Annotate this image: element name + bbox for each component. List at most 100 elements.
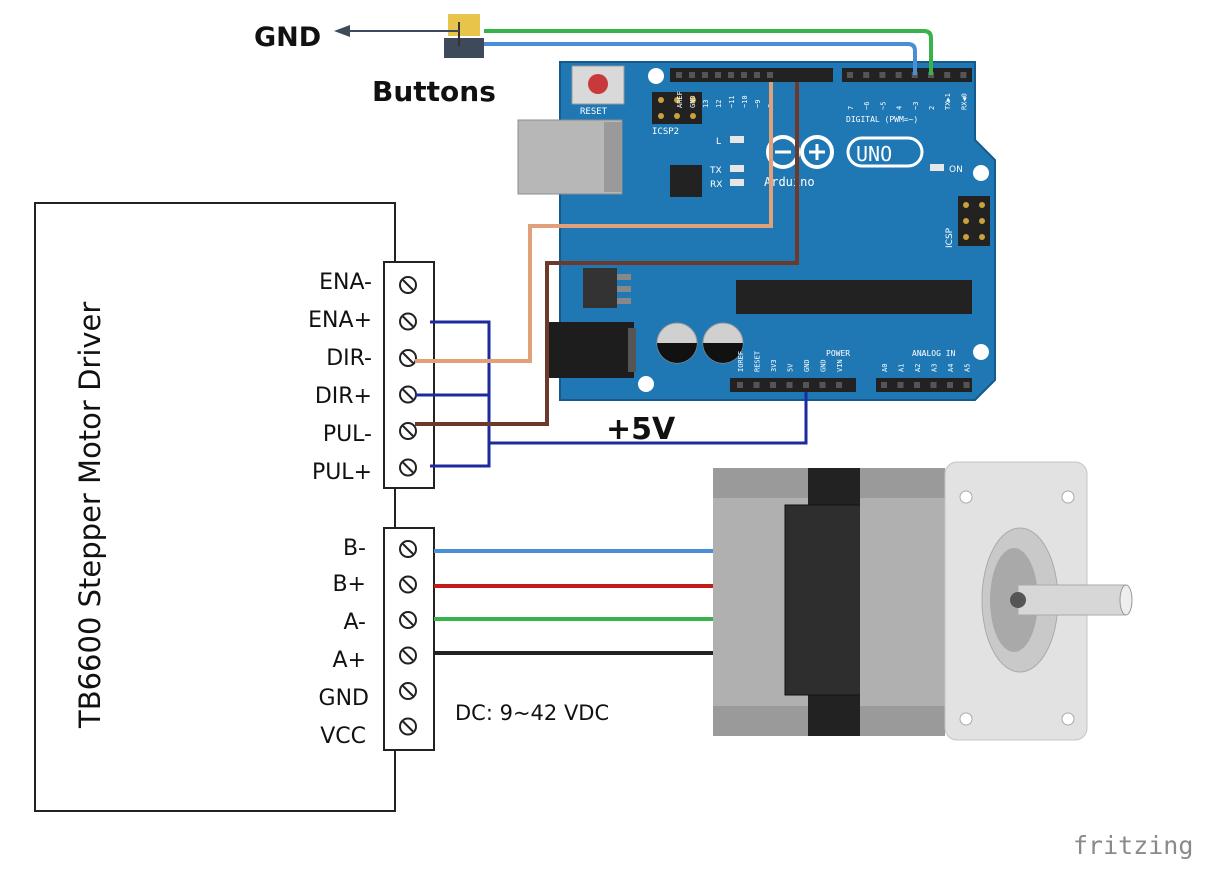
control-screw-slot-5 — [402, 461, 414, 474]
power-pin-label-2: 3V3 — [770, 359, 778, 372]
power-pin-label-6: VIN — [836, 359, 844, 372]
digital-pin-4 — [728, 72, 734, 78]
power-pin-3 — [786, 382, 793, 388]
coil-wires — [434, 549, 716, 655]
push-button — [444, 14, 484, 58]
power-label: POWER — [826, 349, 850, 358]
digital-header-left — [670, 68, 833, 82]
on-led — [930, 164, 944, 171]
power-pin-label-4: GND — [803, 359, 811, 372]
reset-label: RESET — [580, 107, 608, 117]
tx-led-label: TX — [709, 166, 722, 176]
control-screw-slot-0 — [402, 279, 414, 291]
digital-header-right — [842, 68, 972, 82]
digital-pin-label-0: AREF — [676, 91, 684, 108]
digital-label: DIGITAL (PWM=~) — [846, 115, 918, 124]
pin-label-pul-plus: PUL+ — [312, 460, 372, 485]
control-screw-slot-2 — [402, 352, 414, 364]
analog-pin-label-0: A0 — [881, 364, 889, 372]
button-wires — [484, 29, 933, 75]
power-pin-label-3: 5V — [787, 363, 795, 372]
power-pin-label-1: RESET — [754, 350, 762, 372]
on-led-label: ON — [949, 165, 963, 175]
atmega-chip — [736, 280, 972, 314]
analog-pin-label-2: A2 — [914, 364, 922, 372]
control-screw-slot-4 — [402, 425, 414, 437]
power-screw-slot-3 — [402, 649, 414, 662]
l-led-label: L — [716, 137, 721, 147]
icsp-header — [958, 196, 990, 246]
power-screw-slot-2 — [402, 614, 414, 626]
analog-pin-0 — [881, 382, 887, 388]
digital-pin-label-3: 12 — [715, 100, 723, 108]
analog-pin-4 — [947, 382, 953, 388]
analog-pin-1 — [897, 382, 904, 388]
pin-label-b-plus: B+ — [332, 572, 366, 597]
pin-label-ena-plus: ENA+ — [308, 308, 372, 333]
digital-pin-6 — [754, 72, 760, 78]
icsp-label: ICSP — [945, 227, 955, 248]
digital-pin-7 — [767, 72, 773, 78]
analog-label: ANALOG IN — [912, 349, 956, 358]
digital-pin-1 — [689, 72, 695, 78]
analog-pin-label-4: A4 — [947, 364, 955, 372]
power-pin-6 — [836, 382, 842, 388]
gnd-arrow — [334, 25, 459, 37]
power-screw-slot-4 — [402, 685, 414, 697]
digital-pin-14 — [944, 72, 951, 78]
digital-pin-label-14: TX▶1 — [944, 93, 952, 110]
digital-pin-0 — [676, 72, 682, 78]
digital-pin-label-2: 13 — [702, 100, 710, 108]
digital-pin-label-4: ~11 — [728, 95, 736, 108]
digital-pin-2 — [702, 72, 708, 78]
pin-label-gnd: GND — [319, 686, 369, 711]
analog-pin-3 — [930, 382, 937, 388]
digital-pin-label-6: ~9 — [754, 100, 762, 108]
dc-voltage-label: DC: 9~42 VDC — [455, 701, 609, 725]
barrel-jack — [548, 322, 634, 378]
analog-pin-2 — [914, 382, 920, 388]
power-header — [730, 378, 856, 392]
capacitor-1 — [656, 322, 698, 364]
pin-label-pul-minus: PUL- — [323, 422, 372, 447]
power-pin-label-5: GND — [820, 359, 828, 372]
digital-pin-11 — [895, 72, 902, 78]
power-pin-4 — [803, 382, 809, 388]
analog-pin-label-1: A1 — [898, 364, 906, 372]
signal-wires — [415, 82, 808, 468]
analog-pin-5 — [963, 382, 970, 388]
icsp2-header — [652, 92, 702, 124]
capacitor-2 — [702, 322, 744, 364]
fritzing-brand: fritzing — [1073, 831, 1193, 860]
stepper-motor — [713, 461, 1133, 741]
analog-header — [876, 378, 972, 392]
pin-label-dir-plus: DIR+ — [315, 384, 372, 409]
driver-title: TB6600 Stepper Motor Driver — [73, 302, 107, 729]
power-pin-2 — [770, 382, 776, 388]
control-terminal-block — [383, 261, 435, 489]
pin-label-dir-minus: DIR- — [326, 346, 372, 371]
digital-pin-9 — [863, 72, 870, 78]
control-screw-slot-1 — [402, 315, 414, 328]
digital-pin-label-11: 4 — [896, 106, 904, 110]
pin-label-a-plus: A+ — [333, 648, 366, 673]
digital-pin-label-15: RX◀0 — [960, 93, 968, 110]
rx-led-label: RX — [710, 180, 722, 190]
power-screw-slot-0 — [402, 543, 414, 555]
chip-small — [670, 165, 702, 197]
l-led — [730, 136, 744, 143]
digital-pin-8 — [847, 72, 853, 78]
rx-led — [730, 179, 744, 186]
digital-pin-label-10: ~5 — [879, 102, 887, 110]
digital-pin-label-8: 7 — [847, 106, 855, 110]
power-pin-1 — [753, 382, 760, 388]
pin-label-ena-minus: ENA- — [319, 270, 372, 295]
power-terminal-block — [383, 527, 435, 751]
power-screw-slot-1 — [402, 578, 414, 591]
buttons-label: Buttons — [372, 75, 496, 108]
digital-pin-5 — [741, 72, 747, 78]
digital-pin-15 — [960, 72, 967, 78]
power-pin-0 — [737, 382, 743, 388]
